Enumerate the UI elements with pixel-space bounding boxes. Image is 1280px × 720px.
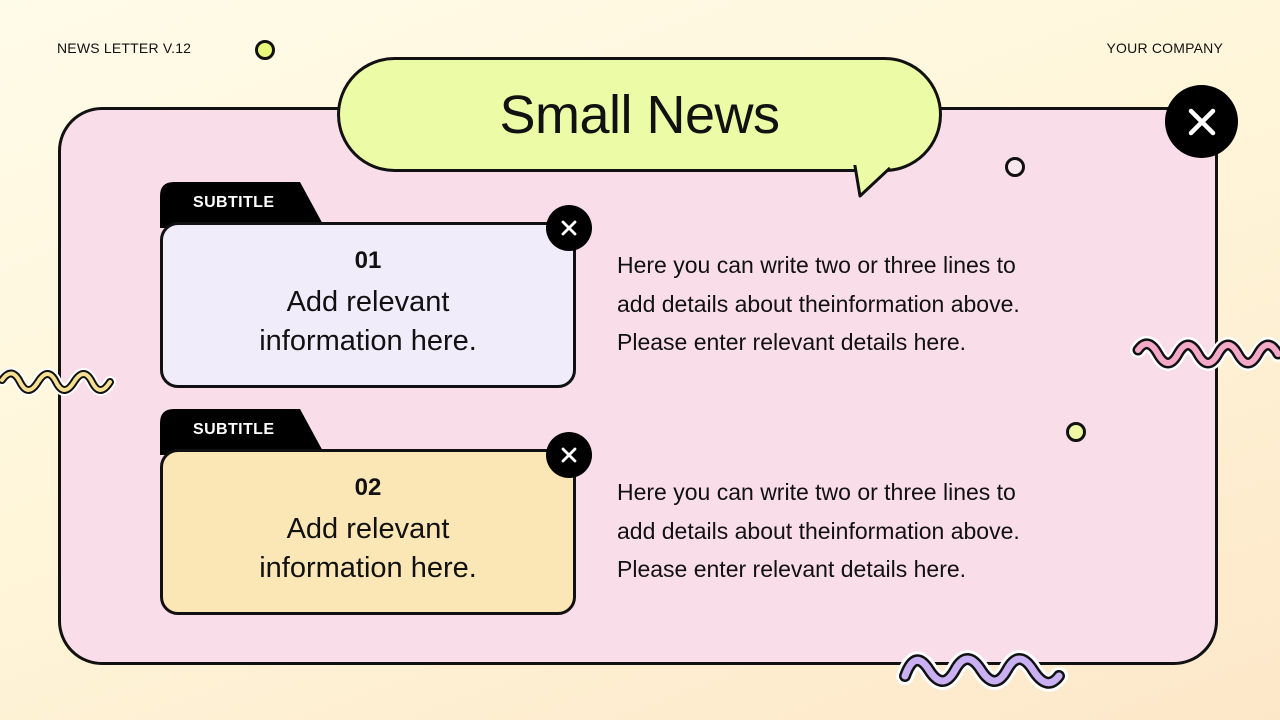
- desc-2-line-1: Here you can write two or three lines to: [617, 479, 1016, 505]
- squiggle-yellow-left: [0, 367, 116, 396]
- desc-1-line-2: add details about theinformation above.: [617, 290, 1020, 317]
- close-icon: [561, 447, 577, 463]
- subtitle-tab-2: SUBTITLE: [160, 409, 340, 455]
- desc-2-line-2: add details about theinformation above.: [617, 517, 1020, 544]
- page-title: Small News: [499, 84, 780, 145]
- decor-dot-yellow-top: [255, 40, 275, 60]
- subtitle-tab-1: SUBTITLE: [160, 182, 340, 228]
- decor-dot-ring-right: [1005, 157, 1025, 177]
- title-bubble: Small News: [337, 57, 942, 172]
- info-card-1: 01 Add relevant information here.: [160, 222, 576, 388]
- subtitle-label-2: SUBTITLE: [193, 421, 275, 438]
- description-1: Here you can write two or three lines to…: [617, 246, 1137, 362]
- subtitle-label-1: SUBTITLE: [193, 194, 275, 211]
- desc-2-line-3: Please enter relevant details here.: [617, 556, 967, 582]
- card-info-line-2b: information here.: [259, 552, 477, 584]
- decor-dot-yellow-right: [1066, 422, 1086, 442]
- description-2: Here you can write two or three lines to…: [617, 473, 1137, 589]
- header-right-text: YOUR COMPANY: [1106, 40, 1223, 56]
- header-left-text: NEWS LETTER V.12: [57, 40, 192, 56]
- card-number-2: 02: [354, 474, 382, 501]
- close-icon: [561, 220, 577, 236]
- bubble-tail: [850, 160, 894, 198]
- squiggle-purple-bottom: [896, 650, 1068, 692]
- close-button[interactable]: [1165, 85, 1238, 158]
- close-icon: [1188, 108, 1215, 135]
- card-close-button-1[interactable]: [546, 205, 592, 251]
- squiggle-pink-right: [1130, 336, 1280, 371]
- card-info-line-2a: Add relevant: [286, 513, 450, 545]
- card-info-line-1a: Add relevant: [286, 286, 450, 318]
- info-card-2: 02 Add relevant information here.: [160, 449, 576, 615]
- card-close-button-2[interactable]: [546, 432, 592, 478]
- desc-1-line-1: Here you can write two or three lines to: [617, 252, 1016, 278]
- desc-1-line-3: Please enter relevant details here.: [617, 329, 967, 355]
- card-info-line-1b: information here.: [259, 325, 477, 357]
- card-number-1: 01: [354, 247, 382, 274]
